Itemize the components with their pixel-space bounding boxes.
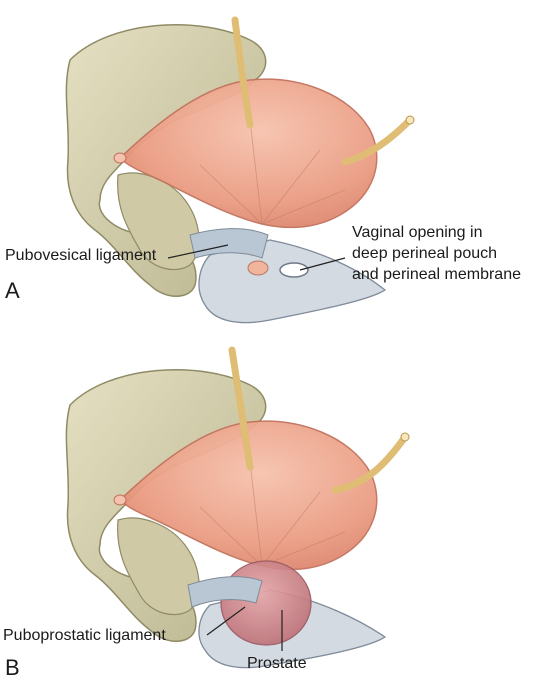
leader-vaginal-opening (299, 257, 346, 271)
label-vaginal-opening-3: and perineal membrane (352, 266, 521, 283)
panel-b: Puboprostatic ligament Prostate B (0, 345, 560, 690)
perineal-membrane (198, 239, 387, 324)
ureter-left (228, 346, 254, 471)
panel-letter-a: A (5, 278, 20, 303)
label-vaginal-opening-2: deep perineal pouch (352, 245, 498, 262)
panel-a: Pubovesical ligament Vaginal opening in … (5, 16, 521, 324)
leader-pubovesical (167, 244, 229, 259)
prostate (220, 560, 312, 646)
pubic-bone (117, 517, 200, 616)
ureter-left (231, 16, 254, 129)
ureter-right (341, 116, 414, 166)
puboprostatic-ligament (187, 576, 263, 608)
label-prostate: Prostate (247, 655, 307, 672)
bladder (118, 78, 378, 229)
illustration-a (65, 16, 415, 324)
illustration-b (65, 346, 410, 669)
label-pubovesical-ligament: Pubovesical ligament (5, 247, 157, 264)
urethra-stump (247, 260, 269, 276)
label-vaginal-opening-1: Vaginal opening in (352, 224, 483, 241)
panel-letter-b: B (5, 655, 20, 680)
ureter-right (331, 433, 409, 494)
label-puboprostatic-ligament: Puboprostatic ligament (3, 627, 166, 644)
bladder (118, 420, 378, 571)
vaginal-opening (279, 262, 309, 278)
leader-puboprostatic (206, 606, 246, 636)
pubovesical-ligament (189, 228, 269, 259)
